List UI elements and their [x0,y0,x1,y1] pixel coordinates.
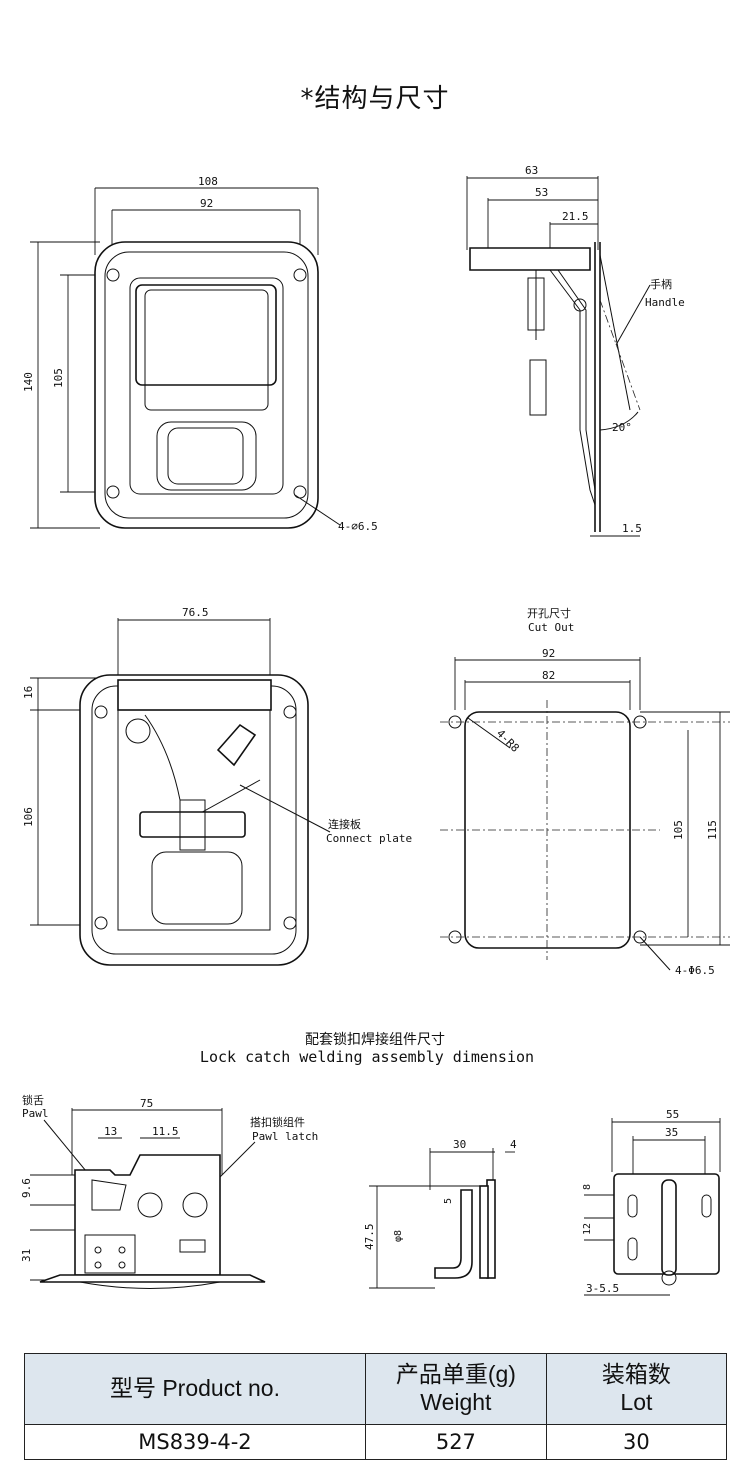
pin-side-drawing: 30 4 5 47.5 φ8 [363,1138,517,1289]
pin-dim-12: 12 [582,1223,593,1235]
pawl-dim-13: 13 [104,1125,117,1138]
pin-dim-4: 4 [510,1138,517,1151]
cutout-label-en: Cut Out [528,621,574,634]
pin-front-drawing: 55 35 8 12 3-5.5 [582,1108,721,1296]
holes-note: 4-∅6.5 [338,520,378,533]
pin-dim-30: 30 [453,1138,466,1151]
cutout-dim-82: 82 [542,669,555,682]
pawl-dim-11-5: 11.5 [152,1125,179,1138]
dim-53: 53 [535,186,548,199]
cutout-drawing: 开孔尺寸 Cut Out 92 82 105 115 4-R8 4-Φ6.5 [440,606,730,977]
plate-label-en: Connect plate [326,832,412,845]
section-title-en: Lock catch welding assembly dimension [199,1048,535,1066]
dim-105: 105 [52,368,65,388]
plate-label-cn: 连接板 [328,817,361,831]
pawl-dim-75: 75 [140,1097,153,1110]
cutout-dim-115: 115 [706,820,719,840]
latch-label-cn: 搭扣锁组件 [250,1115,305,1129]
dim-16: 16 [22,686,35,699]
cutout-holes: 4-Φ6.5 [675,964,715,977]
cutout-dim-105: 105 [672,820,685,840]
cell-product-no: MS839-4-2 [24,1424,366,1460]
dim-92: 92 [200,197,213,210]
side-view-drawing: 63 53 21.5 手柄 Handle 20° 1.5 [466,164,685,537]
table-row: MS839-4-2 527 30 [24,1424,728,1460]
dim-108: 108 [198,175,218,188]
cutout-label-cn: 开孔尺寸 [527,606,571,620]
pawl-label-en: Pawl [22,1107,49,1120]
back-view-drawing: 76.5 16 106 连接板 Connect plate [22,606,412,966]
dim-63: 63 [525,164,538,177]
pawl-dim-9-6: 9.6 [20,1178,33,1198]
dim-76-5: 76.5 [182,606,209,619]
spec-table: 型号 Product no. 产品单重(g) Weight 装箱数 Lot MS… [24,1353,728,1460]
latch-label-en: Pawl latch [252,1130,318,1143]
pin-dim-47-5: 47.5 [363,1224,376,1251]
pin-slots: 3-5.5 [586,1282,619,1295]
dim-1-5: 1.5 [622,522,642,535]
dim-106: 106 [22,807,35,827]
angle-label: 20° [612,421,632,434]
dim-140: 140 [22,372,35,392]
pawl-view-drawing: 锁舌 Pawl 75 13 11.5 搭扣锁组件 Pawl latch 9.6 … [20,1093,318,1289]
pin-dim-8: 8 [582,1184,593,1190]
spec-table-header: 型号 Product no. 产品单重(g) Weight 装箱数 Lot [24,1353,728,1425]
section-title-cn: 配套锁扣焊接组件尺寸 [305,1032,445,1048]
pin-dim-55: 55 [666,1108,679,1121]
handle-label-cn: 手柄 [650,277,672,291]
pawl-label-cn: 锁舌 [22,1093,44,1107]
page-title: *结构与尺寸 [300,84,450,114]
front-view-drawing: 108 92 140 105 4-∅6.5 [22,175,378,533]
header-lot: 装箱数 Lot [545,1353,728,1425]
pin-dim-d8: φ8 [393,1230,404,1242]
pin-dim-5: 5 [443,1198,454,1204]
pin-dim-35: 35 [665,1126,678,1139]
pawl-dim-31: 31 [20,1249,33,1262]
handle-label-en: Handle [645,296,685,309]
dim-21-5: 21.5 [562,210,589,223]
header-product-no: 型号 Product no. [24,1353,366,1425]
cutout-dim-92: 92 [542,647,555,660]
cell-weight: 527 [364,1424,547,1460]
header-weight: 产品单重(g) Weight [364,1353,547,1425]
cell-lot: 30 [545,1424,728,1460]
